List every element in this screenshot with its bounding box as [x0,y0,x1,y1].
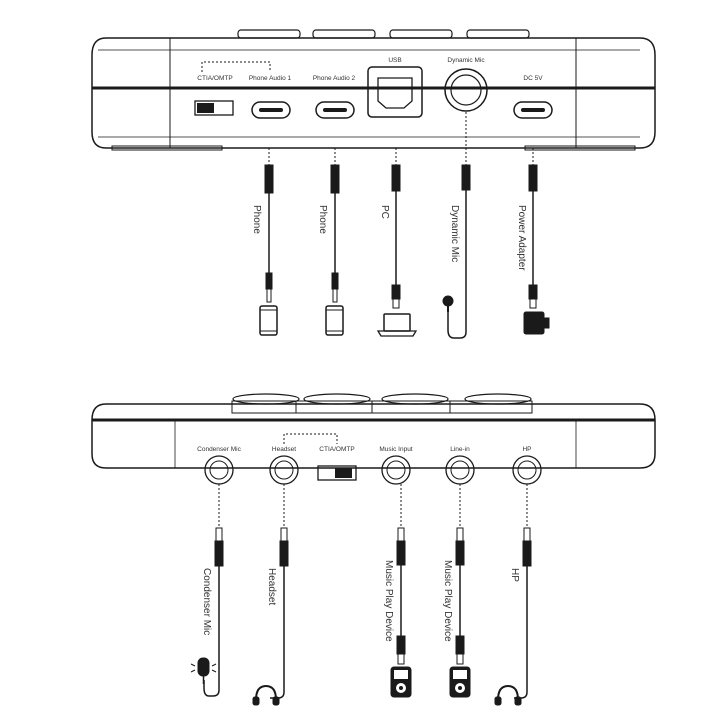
top-port-label-usb: USB [388,57,401,64]
top-cables [264,112,538,339]
top-port-labels: CTIA/OMTP Phone Audio 1 Phone Audio 2 US… [197,57,543,82]
cable-condenser-mic [203,484,224,697]
laptop-icon [376,313,418,337]
top-port-label-dc-5v: DC 5V [523,75,543,82]
bottom-devices [190,657,522,706]
bottom-cable-labels: Condenser Mic Headset Music Play Device … [201,560,520,642]
headset-icon [252,684,280,706]
cable-label-hp: HP [509,568,520,582]
bottom-port-labels: Condenser Mic Headset CTIA/OMTP Music In… [197,446,531,453]
power-adapter-icon [523,311,550,335]
bottom-port-label-line-in: Line-in [450,446,470,453]
condenser-mic-icon [190,657,217,684]
cable-label-phone-1: Phone [251,205,262,234]
music-player-icon [390,666,412,698]
bottom-port-label-condenser-mic: Condenser Mic [197,446,241,453]
cable-label-condenser-mic: Condenser Mic [201,568,212,635]
music-player-icon [449,666,471,698]
bottom-device-panel [91,393,656,485]
top-port-label-phone-audio-2: Phone Audio 2 [313,75,356,82]
headphones-icon [494,684,522,706]
cable-dynamic-mic [447,112,471,339]
bottom-port-label-hp: HP [522,446,531,453]
cable-phone-2 [330,148,340,303]
top-devices [259,295,550,337]
cable-phone-1 [264,148,274,303]
cable-label-music-play-device-1: Music Play Device [383,560,394,642]
phone-icon [325,305,344,336]
cable-label-power-adapter: Power Adapter [516,205,527,271]
cable-label-music-play-device-2: Music Play Device [442,560,453,642]
bottom-cables [203,484,532,699]
bottom-port-label-headset: Headset [272,446,296,453]
top-port-label-dynamic-mic: Dynamic Mic [447,57,485,64]
cable-label-headset: Headset [266,568,277,605]
top-device-panel [91,29,656,151]
top-port-label-phone-audio-1: Phone Audio 1 [249,75,292,82]
bottom-port-label-music-input: Music Input [379,446,412,453]
cable-usb [391,148,401,309]
cable-music-input [396,484,406,665]
cable-label-pc: PC [379,205,390,219]
cable-label-dynamic-mic: Dynamic Mic [449,205,460,262]
phone-icon [259,305,278,336]
bottom-port-label-switch: CTIA/OMTP [319,446,354,453]
top-port-label-switch: CTIA/OMTP [197,75,232,82]
cable-label-phone-2: Phone [317,205,328,234]
cable-power [528,148,538,309]
top-cable-labels: Phone Phone PC Dynamic Mic Power Adapter [251,205,527,271]
dynamic-mic-icon [442,295,454,312]
cable-hp [514,484,532,699]
cable-line-in [455,484,465,665]
